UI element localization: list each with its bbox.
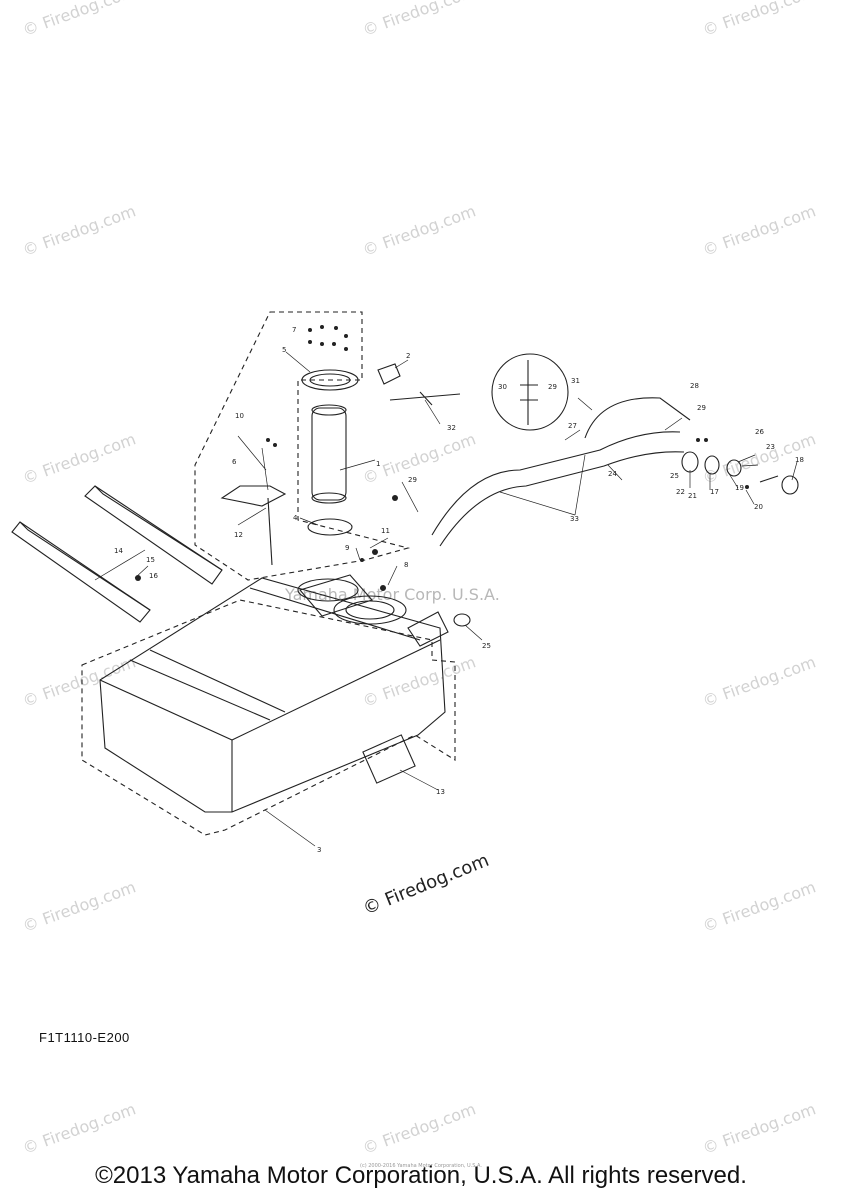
copyright-notice: ©2013 Yamaha Motor Corporation, U.S.A. A… — [95, 1162, 747, 1189]
callout-16: 16 — [149, 572, 158, 580]
callout-labels: 1 2 3 4 5 6 7 8 9 10 11 12 13 14 15 16 1… — [114, 326, 804, 854]
callout-6: 6 — [232, 458, 237, 466]
callout-24: 24 — [608, 470, 617, 478]
callout-29c: 29 — [548, 383, 557, 391]
cap-chain — [759, 475, 779, 483]
fuel-tank — [99, 574, 449, 813]
callout-28: 28 — [690, 382, 699, 390]
callout-7: 7 — [292, 326, 296, 334]
callout-17: 17 — [710, 488, 719, 496]
callout-2: 2 — [406, 352, 410, 360]
fine-print: (c) 2000-2016 Yamaha Motor Corporation, … — [360, 1163, 482, 1169]
callout-27: 27 — [568, 422, 577, 430]
callout-4: 4 — [293, 514, 298, 522]
tank-inlet — [453, 613, 471, 627]
callout-23: 23 — [766, 443, 775, 451]
hose-clamp — [704, 455, 720, 475]
filler-neck-ring — [726, 459, 742, 477]
filler-hose — [431, 431, 685, 547]
callout-5: 5 — [282, 346, 286, 354]
fasteners — [135, 325, 749, 591]
callout-22: 22 — [676, 488, 685, 496]
callout-15: 15 — [146, 556, 155, 564]
filler-cap — [781, 475, 799, 495]
retainer-ring — [301, 369, 359, 391]
detail-circle — [491, 353, 569, 431]
assembly-outline-lower — [81, 599, 456, 836]
tank-rail — [11, 485, 223, 623]
callout-9: 9 — [345, 544, 349, 552]
assembly-outline — [194, 311, 411, 581]
callout-12: 12 — [234, 531, 243, 539]
callout-21: 21 — [688, 492, 697, 500]
gasket — [307, 518, 353, 536]
diagram-code: F1T1110-E200 — [39, 1030, 130, 1045]
callout-1: 1 — [376, 460, 380, 468]
breather-pipe — [389, 391, 461, 406]
callout-29b: 29 — [408, 476, 417, 484]
fuel-sender — [220, 485, 287, 566]
callout-18: 18 — [795, 456, 804, 464]
callout-14: 14 — [114, 547, 123, 555]
callout-19: 19 — [735, 484, 744, 492]
callout-11: 11 — [381, 527, 390, 535]
callout-33: 33 — [570, 515, 579, 523]
callout-29: 29 — [697, 404, 706, 412]
hose-clamp — [681, 451, 699, 473]
callout-25: 25 — [482, 642, 491, 650]
breather-hose — [584, 397, 691, 439]
label-plate — [362, 734, 416, 784]
callout-30: 30 — [498, 383, 507, 391]
callout-26: 26 — [755, 428, 764, 436]
callout-20: 20 — [754, 503, 763, 511]
fuel-pump — [311, 404, 347, 504]
callout-3: 3 — [317, 846, 321, 854]
callout-25b: 25 — [670, 472, 679, 480]
clamp — [377, 363, 401, 385]
callout-8: 8 — [404, 561, 408, 569]
callout-31: 31 — [571, 377, 580, 385]
callout-32: 32 — [447, 424, 456, 432]
callout-13: 13 — [436, 788, 445, 796]
callout-10: 10 — [235, 412, 244, 420]
